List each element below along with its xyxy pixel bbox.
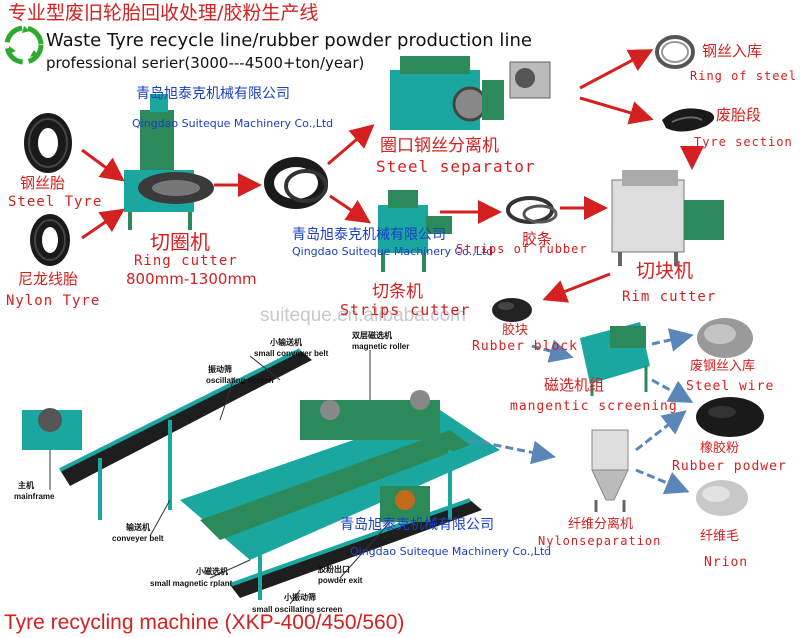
company-en-1: Qingdao Suiteque Machinery Co.,Ltd: [132, 117, 334, 130]
company-en-3: Qingdao Suiteque Machinery Co.,Ltd: [350, 545, 552, 558]
steel-wire-image: [697, 318, 753, 358]
nrion-cn: 纤维毛: [700, 529, 740, 544]
nrion-image: [696, 480, 748, 516]
steel-tyre-en: Steel Tyre: [8, 194, 103, 210]
nylon-tyre-en: Nylon Tyre: [6, 293, 101, 309]
magnetic-cn: 磁选机组: [544, 376, 605, 394]
company-cn-3: 青岛旭泰克机械有限公司: [340, 517, 494, 533]
magnetic-roller-en: magnetic roller: [352, 342, 410, 351]
rim-cutter-machine: [611, 170, 724, 266]
nrion-en: Nrion: [704, 555, 749, 570]
mainframe-cn: 主机: [18, 481, 34, 490]
magnetic-screening-machine: [580, 322, 650, 396]
ring-cutter-cn: 切圈机: [150, 230, 210, 254]
conveyer-en: conveyer belt: [112, 534, 164, 543]
nylon-separator-machine: [591, 429, 629, 512]
steel-wire-cn: 废钢丝入库: [690, 359, 756, 374]
oscillating-en: oscillating screen: [206, 376, 274, 385]
strips-of-rubber-image: [506, 196, 558, 224]
ring-of-steel-en: Ring of steel: [690, 69, 797, 83]
rubber-powder-en: Rubber podwer: [672, 459, 787, 474]
strips-cutter-en: Strips cutter: [340, 301, 471, 319]
rubber-powder-image: [696, 397, 764, 437]
ring-of-steel-cn: 钢丝入库: [702, 42, 763, 60]
powder-exit-en: powder exit: [318, 576, 363, 585]
steel-separator-en: Steel separator: [376, 157, 536, 176]
watermark: suiteque.en.alibaba.com: [260, 305, 466, 326]
steel-tyre-cn: 钢丝胎: [20, 174, 66, 192]
steel-wire-en: Steel wire: [686, 379, 775, 394]
recycle-icon: [4, 25, 44, 65]
small-conveyer-cn: 小输送机: [270, 338, 302, 347]
company-cn-1: 青岛旭泰克机械有限公司: [136, 86, 290, 102]
subtitle-en: professional serier(3000---4500+ton/year…: [46, 54, 365, 72]
rim-cutter-en: Rim cutter: [622, 289, 717, 305]
title-en: Waste Tyre recycle line/rubber powder pr…: [46, 30, 532, 51]
strips-en: Strips of rubber: [456, 242, 588, 256]
mainframe-en: mainframe: [14, 492, 55, 501]
company-cn-2: 青岛旭泰克机械有限公司: [292, 227, 446, 243]
rubber-block-en: Rubber block: [472, 339, 578, 354]
tyre-section-image: [662, 108, 715, 132]
rim-cutter-cn: 切块机: [636, 260, 694, 282]
strips-cutter-cn: 切条机: [372, 282, 423, 302]
nylon-tyre-cn: 尼龙线胎: [18, 270, 79, 288]
magnetic-en: mangentic screening: [510, 399, 678, 414]
tyre-recycling-machine: [22, 348, 500, 605]
conveyer-cn: 输送机: [126, 523, 150, 532]
company-en-2: Qingdao Suiteque Machinery Co.,Ltd: [292, 245, 494, 258]
nylon-tyre-image: [30, 214, 70, 266]
tyre-section-en: Tyre section: [694, 135, 793, 149]
tyre-section-cn: 废胎段: [716, 106, 762, 124]
ring-cutter-en: Ring cutter: [134, 253, 238, 269]
strips-cutter-machine: [378, 190, 452, 272]
ring-cutter-machine: [124, 94, 214, 230]
rubber-block-image: [492, 298, 532, 322]
ring-of-steel-image: [655, 35, 695, 69]
flow-arrows-blue: [469, 328, 694, 495]
steel-separator-cn: 圈口钢丝分离机: [380, 136, 499, 156]
rubber-powder-cn: 橡胶粉: [700, 441, 740, 456]
small-conveyer-en: small conveyer belt: [254, 349, 329, 358]
ring-cutter-size: 800mm-1300mm: [126, 270, 257, 288]
steel-tyre-image: [24, 113, 72, 173]
small-magnetic-en: small magnetic rplant: [150, 579, 233, 588]
small-osc-cn: 小振动筛: [284, 593, 316, 602]
oscillating-cn: 振动筛: [208, 365, 232, 374]
small-magnetic-cn: 小磁选机: [196, 567, 228, 576]
nylon-sep-en: Nylonseparation: [538, 534, 662, 548]
magnetic-roller-cn: 双层磁选机: [352, 331, 392, 340]
steel-separator-machine: [390, 56, 551, 130]
rubber-block-cn: 胶块: [502, 323, 529, 338]
strips-cn: 胶条: [522, 230, 553, 248]
machine-title: Tyre recycling machine (XKP-400/450/560): [4, 611, 405, 634]
title-cn: 专业型废旧轮胎回收处理/胶粉生产线: [8, 2, 319, 24]
nylon-sep-cn: 纤维分离机: [568, 517, 634, 532]
small-osc-en: small oscillating screen: [252, 605, 343, 614]
tyre-rings-image: [264, 157, 328, 209]
powder-exit-cn: 胶粉出口: [318, 565, 350, 574]
flow-arrows-red: [81, 49, 704, 303]
